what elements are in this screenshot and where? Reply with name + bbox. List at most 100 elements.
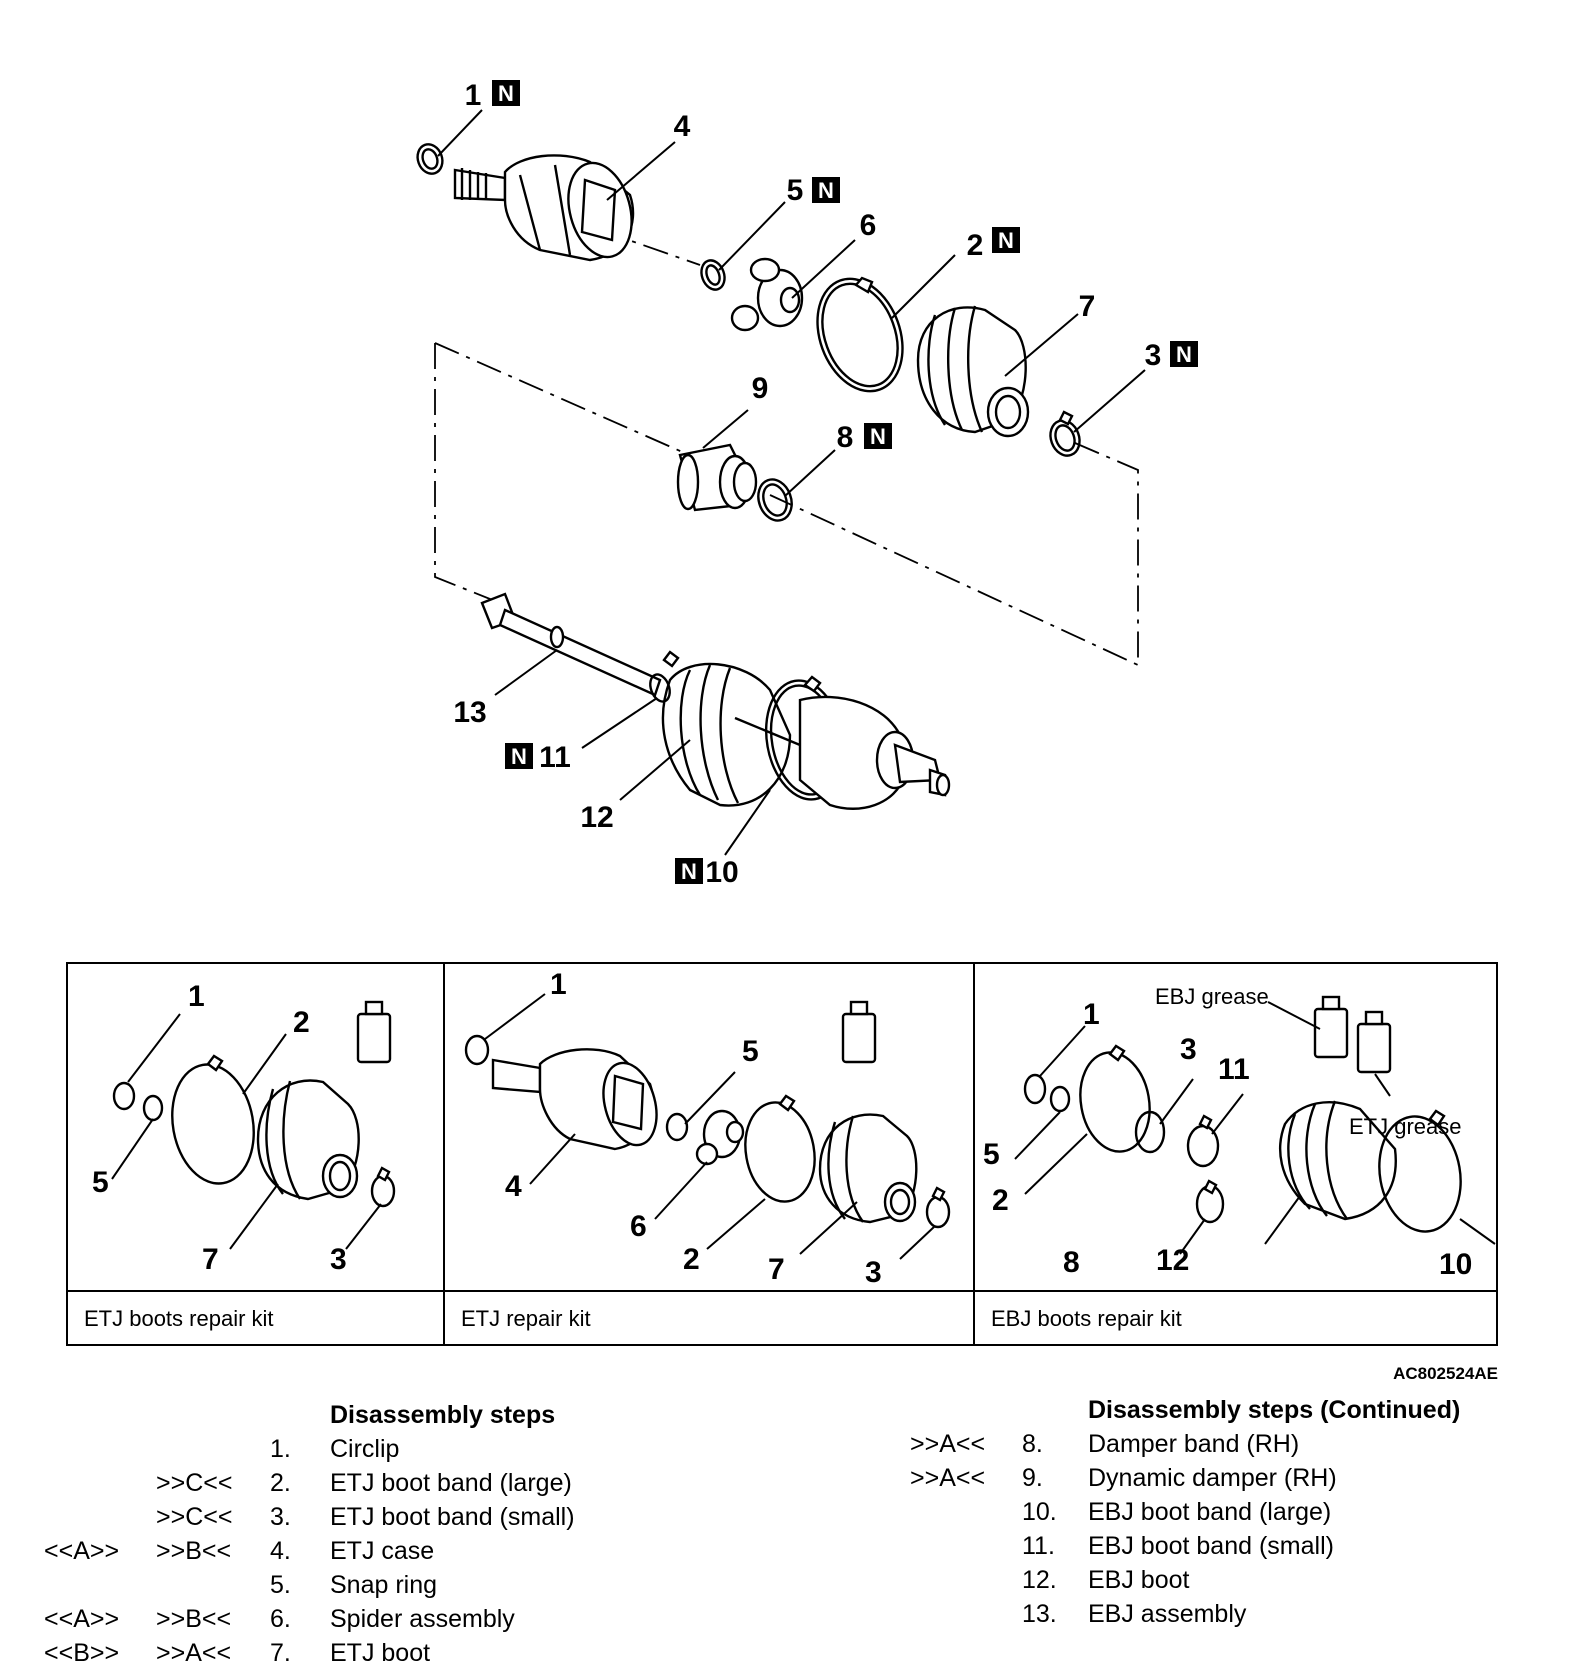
step-text: Dynamic damper (RH) [1088, 1464, 1337, 1492]
step-number: 13. [1022, 1600, 1057, 1628]
step-ref-b: >>B<< [156, 1537, 232, 1565]
step-text: ETJ boot band (large) [330, 1469, 572, 1497]
step-row: 5. Snap ring [40, 1568, 640, 1602]
kit3-callout-3: 3 [1180, 1033, 1197, 1066]
step-row: 11. EBJ boot band (small) [910, 1529, 1510, 1563]
step-ref-a: <<B>> [44, 1639, 120, 1667]
step-number: 11. [1022, 1532, 1055, 1560]
disassembly-steps-right: Disassembly steps (Continued) >>A<< 8. D… [910, 1393, 1510, 1631]
new-part-mark: N [1176, 342, 1192, 367]
snap-ring-part [700, 259, 726, 291]
callout-2: 2 [967, 229, 984, 262]
callout-labels: 1 N 4 5 N 6 2 N 7 3 N 9 8 N 13 N 11 12 N… [453, 79, 1198, 889]
step-row: 10. EBJ boot band (large) [910, 1495, 1510, 1529]
step-row: >>C<< 2. ETJ boot band (large) [40, 1466, 640, 1500]
step-row: <<B>> >>A<< 7. ETJ boot [40, 1636, 640, 1670]
kit-etj-repair: 1 5 4 6 2 7 3 ETJ repair kit [445, 964, 973, 1344]
step-number: 8. [1022, 1430, 1043, 1458]
step-number: 2. [270, 1469, 291, 1497]
step-number: 4. [270, 1537, 291, 1565]
kit-ebj-boots: 1 3 11 5 2 8 12 10 EBJ grease ETJ grease… [975, 964, 1496, 1344]
step-row: >>C<< 3. ETJ boot band (small) [40, 1500, 640, 1534]
step-text: Damper band (RH) [1088, 1430, 1300, 1458]
step-text: Circlip [330, 1435, 400, 1463]
kit1-callout-5: 5 [92, 1166, 109, 1199]
etj-boot-band-large-part [816, 276, 904, 393]
ebj-grease-note: EBJ grease [1155, 984, 1269, 1009]
kit-caption: ETJ repair kit [461, 1306, 591, 1331]
kit2-callout-3: 3 [865, 1256, 882, 1289]
new-part-mark: N [681, 859, 697, 884]
step-number: 12. [1022, 1566, 1057, 1594]
kit2-callout-2: 2 [683, 1243, 700, 1276]
step-row: <<A>> >>B<< 6. Spider assembly [40, 1602, 640, 1636]
kit3-callout-12: 12 [1156, 1244, 1189, 1277]
exploded-view-diagram: 1 N 4 5 N 6 2 N 7 3 N 9 8 N 13 N 11 12 N… [416, 79, 1198, 889]
dynamic-damper-part [676, 443, 758, 512]
kit-etj-boots-drawing: 1 2 5 7 3 [92, 980, 396, 1276]
callout-7: 7 [1079, 290, 1096, 323]
damper-band-part [757, 478, 793, 522]
kit-etj-repair-drawing: 1 5 4 6 2 7 3 [464, 968, 951, 1289]
step-text: ETJ boot band (small) [330, 1503, 575, 1531]
disassembly-steps-left: Disassembly steps 1. Circlip >>C<< 2. ET… [40, 1398, 640, 1670]
step-row: 13. EBJ assembly [910, 1597, 1510, 1631]
step-ref-b: >>A<< [156, 1639, 232, 1667]
kit2-callout-7: 7 [768, 1253, 785, 1286]
step-text: EBJ boot [1088, 1566, 1190, 1594]
callout-12: 12 [580, 801, 613, 834]
kit-ebj-boots-drawing: 1 3 11 5 2 8 12 10 EBJ grease ETJ grease [983, 984, 1496, 1281]
steps-title: Disassembly steps [330, 1401, 556, 1429]
etj-case-part [453, 154, 635, 262]
step-number: 9. [1022, 1464, 1043, 1492]
step-ref-a: <<A>> [44, 1537, 120, 1565]
kit1-callout-2: 2 [293, 1006, 310, 1039]
callout-6: 6 [860, 209, 877, 242]
step-number: 6. [270, 1605, 291, 1633]
figure-id: AC802524AE [1393, 1364, 1498, 1383]
callout-9: 9 [752, 372, 769, 405]
step-text: Snap ring [330, 1571, 438, 1599]
step-ref-b: >>A<< [910, 1464, 986, 1492]
ebj-assembly-part [480, 592, 951, 810]
callout-10: 10 [705, 856, 738, 889]
new-part-mark: N [511, 744, 527, 769]
spider-assembly-part [730, 257, 804, 332]
new-part-mark: N [870, 424, 886, 449]
assembly-line [434, 343, 506, 606]
step-number: 10. [1022, 1498, 1057, 1526]
kit2-callout-5: 5 [742, 1035, 759, 1068]
kit3-callout-1: 1 [1083, 998, 1100, 1031]
step-row: <<A>> >>B<< 4. ETJ case [40, 1534, 640, 1568]
kit3-callout-5: 5 [983, 1138, 1000, 1171]
step-ref-b: >>C<< [156, 1469, 233, 1497]
etj-boot-part [916, 305, 1030, 438]
step-ref-b: >>A<< [910, 1430, 986, 1458]
callout-4: 4 [674, 110, 691, 143]
step-text: Spider assembly [330, 1605, 515, 1633]
new-part-mark: N [818, 178, 834, 203]
step-text: EBJ assembly [1088, 1600, 1247, 1628]
kit-caption: ETJ boots repair kit [84, 1306, 274, 1331]
kit2-callout-6: 6 [630, 1210, 647, 1243]
leader-lines [437, 109, 1146, 856]
etj-boot-band-small-part [1049, 410, 1081, 457]
assembly-line [434, 342, 706, 463]
step-number: 1. [270, 1435, 291, 1463]
step-text: EBJ boot band (small) [1088, 1532, 1334, 1560]
step-ref-a: <<A>> [44, 1605, 120, 1633]
etj-grease-note: ETJ grease [1349, 1114, 1462, 1139]
step-number: 3. [270, 1503, 291, 1531]
step-text: ETJ case [330, 1537, 435, 1565]
callout-8: 8 [837, 421, 854, 454]
callout-5: 5 [787, 174, 804, 207]
step-number: 5. [270, 1571, 291, 1599]
kit2-callout-1: 1 [550, 968, 567, 1001]
step-text: ETJ boot [330, 1639, 431, 1667]
steps-title-continued: Disassembly steps (Continued) [1088, 1396, 1461, 1424]
assembly-line [769, 442, 1139, 667]
kit1-callout-3: 3 [330, 1243, 347, 1276]
step-row: 12. EBJ boot [910, 1563, 1510, 1597]
step-ref-b: >>C<< [156, 1503, 233, 1531]
kit-caption: EBJ boots repair kit [991, 1306, 1182, 1331]
